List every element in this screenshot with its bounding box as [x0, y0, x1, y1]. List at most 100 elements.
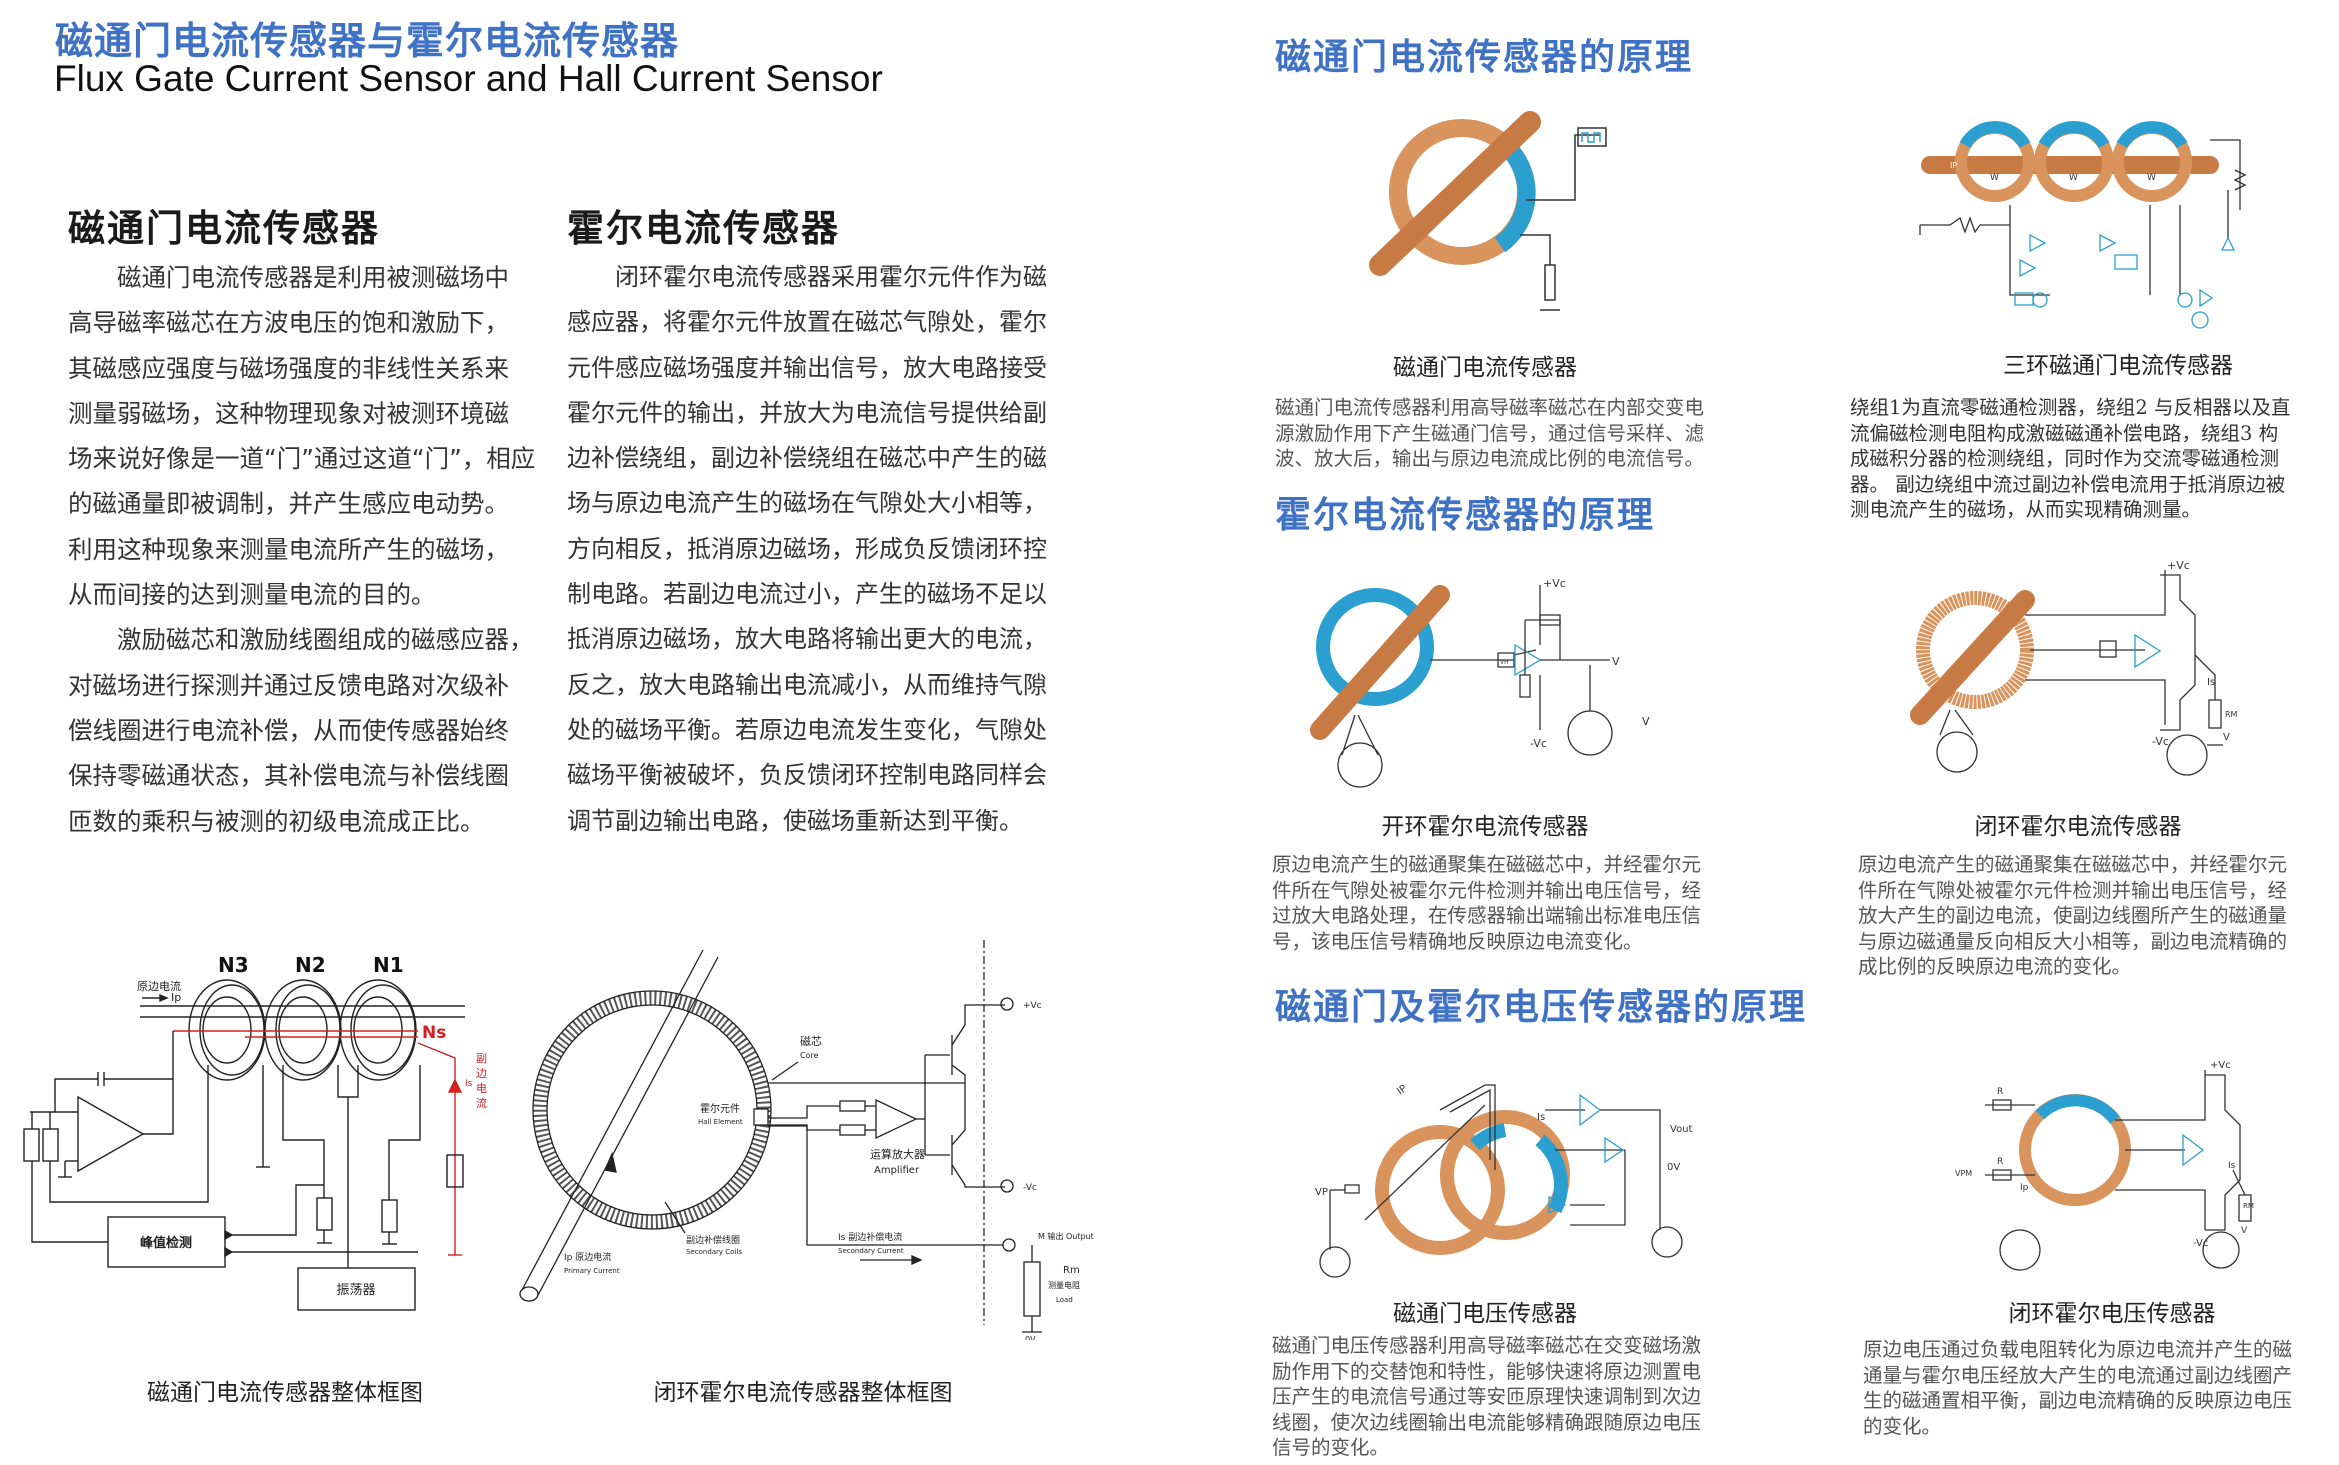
label-primary: 原边电流	[137, 979, 181, 993]
text-line: 磁通门电流传感器利用高导磁率磁芯在内部交变电	[1275, 396, 1705, 419]
label-ip: IP	[1395, 1083, 1409, 1097]
amplifier-symbol	[77, 1095, 145, 1173]
label-ip: Ip	[2020, 1183, 2029, 1193]
label-n1: N1	[373, 953, 404, 977]
closed-loop-hall-illustration: +Vc -Vc Is RM V	[1910, 559, 2238, 776]
text-line: 成比例的反映原边电流的变化。	[1858, 955, 2132, 978]
text-line: 过放大电路处理，在传感器输出端输出标准电压信	[1272, 904, 1702, 927]
fluxgate-body: 磁通门电流传感器是利用被测磁场中高导磁率磁芯在方波电压的饱和激励下，其磁感应强度…	[68, 255, 535, 844]
label-core-en: Core	[800, 1051, 819, 1060]
oscillator-box	[297, 1267, 416, 1311]
text-line: 绕组1为直流零磁通检测器，绕组2 与反相器以及直	[1850, 396, 2291, 419]
label-v: V	[1612, 655, 1620, 668]
text-line: 原边电流产生的磁通聚集在磁磁芯中，并经霍尔元	[1858, 853, 2288, 876]
label-output: M 输出 Output	[1038, 1231, 1094, 1241]
text-line: 的磁通量即被调制，并产生感应电动势。	[68, 489, 509, 519]
text-line: 偿线圈进行电流补偿，从而使传感器始终	[68, 715, 509, 745]
text-line: 的变化。	[1863, 1414, 1942, 1438]
label-w2: W	[2069, 173, 2078, 183]
fluxgate-voltage-illustration: IP VP Is Vout 0V	[1315, 1083, 1693, 1278]
text-line: 场来说好像是一道“门”通过这道“门”，相应	[68, 444, 536, 474]
fluxgate-heading: 磁通门电流传感器	[68, 207, 380, 250]
fluxgate-voltage-caption: 磁通门电压传感器	[1393, 1301, 1577, 1327]
text-line: 制电路。若副边电流过小，产生的磁场不足以	[567, 580, 1047, 609]
label-r1: R	[1997, 1087, 2003, 1097]
text-line: 波、放大后，输出与原边电流成比例的电流信号。	[1275, 447, 1705, 470]
label-ip: Ip 原边电流	[564, 1251, 611, 1263]
text-line: 件所在气隙处被霍尔元件检测并输出电压信号，经	[1272, 878, 1702, 902]
label-is: Is 副边补偿电流	[838, 1231, 902, 1243]
text-line: 器。 副边绕组中流过副边补偿电流用于抵消原边被	[1850, 472, 2286, 496]
label-v: V	[2223, 732, 2230, 743]
text-line: 磁通门电压传感器利用高导磁率磁芯在交变磁场激	[1272, 1334, 1702, 1357]
closed-loop-hall-text: 原边电流产生的磁通聚集在磁磁芯中，并经霍尔元件所在气隙处被霍尔元件检测并输出电压…	[1858, 852, 2287, 980]
label-n2: N2	[295, 953, 326, 977]
text-line: 调节副边输出电路，使磁场重新达到平衡。	[567, 806, 1023, 835]
label-vp: VP	[1315, 1187, 1328, 1198]
label-0v: 0V	[1667, 1162, 1680, 1173]
label-0v: 0V	[1025, 1335, 1036, 1340]
text-line: 成磁积分器的检测绕组，同时作为交流零磁通检测	[1850, 447, 2280, 470]
label-rm: RM	[2225, 710, 2238, 719]
text-line: 生的磁通置相平衡，副边电流精确的反映原边电压	[1863, 1389, 2293, 1412]
label-vpm: VPM	[1955, 1169, 1972, 1178]
meter-icon	[1319, 1246, 1351, 1278]
meter-icon	[2202, 1231, 2240, 1269]
label-vcp: +Vc	[1023, 1001, 1042, 1011]
svg-text:流: 流	[476, 1096, 487, 1110]
label-peak: 峰值检测	[140, 1235, 192, 1251]
text-line: 通量与霍尔电压经放大产生的电流通过副边线圈产	[1863, 1363, 2293, 1387]
label-hall: 霍尔元件	[700, 1102, 740, 1115]
text-line: 从而间接的达到测量电流的目的。	[68, 580, 436, 610]
label-vcp: +Vc	[2210, 1060, 2231, 1071]
svg-text:电: 电	[476, 1082, 487, 1095]
fluxgate-sensor-illustration	[1369, 111, 1607, 311]
text-line: 原边电流产生的磁通聚集在磁磁芯中，并经霍尔元	[1272, 853, 1702, 876]
label-amp: 运算放大器	[870, 1147, 925, 1161]
text-line: 利用这种现象来测量电流所产生的磁场，	[68, 534, 509, 564]
open-loop-hall-caption: 开环霍尔电流传感器	[1381, 814, 1589, 840]
label-vcp: +Vc	[1543, 577, 1566, 590]
label-vcm: -Vc	[2193, 1238, 2208, 1249]
label-vh: VH	[1500, 659, 1509, 666]
label-is-en: Secondary Current	[838, 1247, 904, 1255]
fluxgate-principle-heading: 磁通门电流传感器的原理	[1275, 37, 1694, 78]
label-rm: RM	[2243, 1202, 2254, 1210]
label-is: Is	[465, 1079, 473, 1089]
page-title-cn: 磁通门电流传感器与霍尔电流传感器	[55, 19, 680, 63]
closed-loop-hall-caption: 闭环霍尔电流传感器	[1974, 814, 2182, 840]
label-vcp: +Vc	[2167, 559, 2190, 572]
meter-icon	[1936, 731, 1978, 773]
label-is: Is	[2228, 1161, 2236, 1171]
label-core: 磁芯	[800, 1034, 822, 1048]
text-line: 信号的变化。	[1272, 1436, 1390, 1459]
svg-text:边: 边	[476, 1067, 487, 1080]
peak-detect-box	[107, 1216, 226, 1268]
label-rm-cn: 测量电阻	[1048, 1280, 1080, 1290]
meter-icon	[1337, 742, 1383, 788]
op-amp-symbol	[875, 1098, 918, 1140]
text-line: 励作用下的交替饱和特性，能够快速将原边测置电	[1272, 1359, 1702, 1383]
text-line: 感应器，将霍尔元件放置在磁芯气隙处，霍尔	[567, 308, 1047, 337]
text-line: 元件感应磁场强度并输出信号，放大电路接受	[567, 353, 1047, 382]
meter-icon	[1567, 710, 1613, 756]
text-line: 闭环霍尔电流传感器采用霍尔元件作为磁	[567, 263, 1047, 291]
label-amp-en: Amplifier	[874, 1165, 920, 1176]
fluxgate-voltage-text: 磁通门电压传感器利用高导磁率磁芯在交变磁场激励作用下的交替饱和特性，能够快速将原…	[1272, 1333, 1701, 1461]
hall-heading: 霍尔电流传感器	[567, 207, 840, 250]
closed-loop-voltage-illustration: R R VPM Ip +Vc -Vc Is RM V	[1955, 1060, 2254, 1271]
label-rm-en: Load	[1056, 1296, 1073, 1304]
text-line: 场与原边电流产生的磁场在气隙处大小相等，	[567, 489, 1047, 518]
label-rm: Rm	[1063, 1265, 1080, 1276]
three-ring-text: 绕组1为直流零磁通检测器，绕组2 与反相器以及直流偏磁检测电阻构成激磁磁通补偿电…	[1850, 395, 2291, 523]
text-line: 原边电压通过负载电阻转化为原边电流并产生的磁	[1863, 1338, 2293, 1361]
label-v: V	[2241, 1226, 2248, 1236]
text-line: 激励磁芯和激励线圈组成的磁感应器，	[68, 625, 534, 655]
label-vcm: -Vc	[1530, 737, 1547, 750]
hall-diagram-caption: 闭环霍尔电流传感器整体框图	[653, 1380, 953, 1406]
text-line: 保持零磁通状态，其补偿电流与补偿线圈	[68, 761, 509, 791]
text-line: 号，该电压信号精确地反映原边电流变化。	[1272, 929, 1643, 953]
text-line: 边补偿绕组，副边补偿绕组在磁芯中产生的磁	[567, 444, 1047, 473]
text-line: 测量弱磁场，这种物理现象对被测环境磁	[68, 398, 509, 428]
hall-block-diagram: 磁芯 Core 霍尔元件 Hall Element 运算放大器 Amplifie…	[519, 940, 1094, 1340]
